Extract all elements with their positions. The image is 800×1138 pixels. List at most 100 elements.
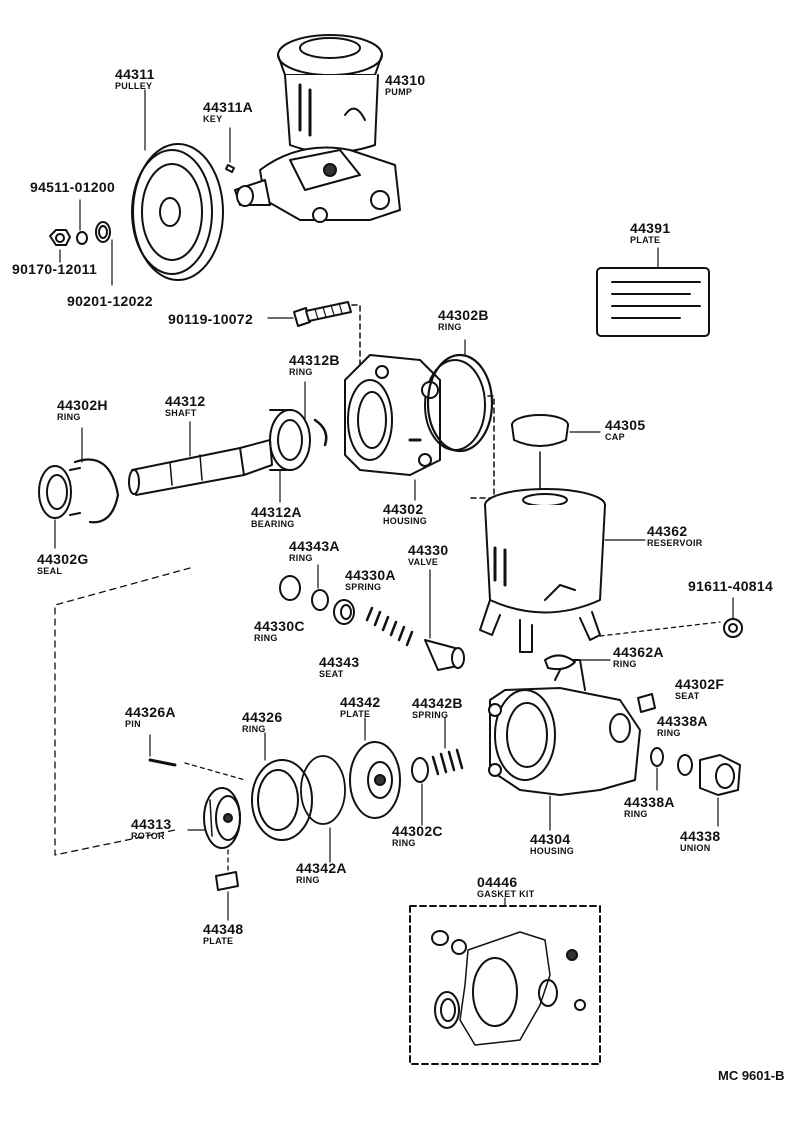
- part-name: PLATE: [203, 936, 234, 946]
- part-name: UNION: [680, 843, 711, 853]
- label-gasket-kit: 04446 GASKET KIT: [477, 875, 535, 899]
- part-name: RING: [657, 728, 681, 738]
- part-number: 44313: [131, 816, 172, 832]
- label-union: 44338 UNION: [680, 829, 720, 853]
- seal-and-snap-ring: [38, 427, 120, 549]
- ring-44338A-left: [650, 747, 664, 767]
- label-bearing: 44312A BEARING: [251, 505, 302, 529]
- part-number: 44342: [340, 694, 381, 710]
- part-number: 44302B: [438, 307, 489, 323]
- label-90201-12022: 90201-12022: [67, 294, 153, 308]
- shaft-bearing: [128, 381, 328, 503]
- part-name: PIN: [125, 719, 141, 729]
- gasket-kit: [409, 897, 601, 1065]
- part-number: 44362: [647, 523, 688, 539]
- part-name: PLATE: [340, 709, 371, 719]
- part-name: KEY: [203, 114, 223, 124]
- part-number: 44342A: [296, 860, 347, 876]
- id-plate: [596, 247, 710, 337]
- seat-44302F: [637, 693, 656, 713]
- label-shaft: 44312 SHAFT: [165, 394, 205, 418]
- part-number: 90119-10072: [168, 311, 254, 327]
- label-plate-44391: 44391 PLATE: [630, 221, 670, 245]
- part-number: 44391: [630, 220, 671, 236]
- bolt: [267, 301, 361, 401]
- part-name: SEAT: [319, 669, 344, 679]
- label-housing-44302: 44302 HOUSING: [383, 502, 427, 526]
- part-number: 44326A: [125, 704, 176, 720]
- label-plate-44348: 44348 PLATE: [203, 922, 243, 946]
- part-name: HOUSING: [383, 516, 428, 526]
- label-90119-10072: 90119-10072: [168, 312, 253, 326]
- part-number: 44343: [319, 654, 360, 670]
- part-number: 44310: [385, 72, 426, 88]
- part-number: 44302F: [675, 676, 725, 692]
- part-number: 44338: [680, 828, 721, 844]
- part-name: PLATE: [630, 235, 661, 245]
- label-ring-44302C: 44302C RING: [392, 824, 443, 848]
- part-name: RING: [438, 322, 462, 332]
- part-number: 44326: [242, 709, 283, 725]
- part-name: HOUSING: [530, 846, 575, 856]
- part-name: SEAL: [37, 566, 63, 576]
- part-name: RING: [289, 367, 313, 377]
- part-name: RING: [392, 838, 416, 848]
- label-seat-44302F: 44302F SEAT: [675, 677, 724, 701]
- ring-44338A-right: [677, 754, 693, 776]
- key: [225, 164, 235, 173]
- part-number: 44302H: [57, 397, 108, 413]
- reservoir: [479, 488, 646, 653]
- valve-group: [279, 564, 465, 671]
- label-ring-44343A: 44343A RING: [289, 539, 340, 563]
- label-plate-44342: 44342 PLATE: [340, 695, 380, 719]
- part-name: RING: [613, 659, 637, 669]
- part-name: RING: [242, 724, 266, 734]
- label-91611-40814: 91611-40814: [688, 579, 773, 593]
- part-number: 44330C: [254, 618, 305, 634]
- part-name: PUMP: [385, 87, 413, 97]
- part-number: 91611-40814: [688, 578, 774, 594]
- label-pulley: 44311 PULLEY: [115, 67, 155, 91]
- part-name: RING: [624, 809, 648, 819]
- part-name: CAP: [605, 432, 625, 442]
- pump-internals: [54, 567, 464, 921]
- label-ring-44338A-upper: 44338A RING: [657, 714, 708, 738]
- part-number: 44302C: [392, 823, 443, 839]
- part-name: RESERVOIR: [647, 538, 703, 548]
- reservoir-cap: [511, 414, 601, 493]
- rear-housing: [488, 659, 641, 831]
- part-number: 44342B: [412, 695, 463, 711]
- label-spring-44342B: 44342B SPRING: [412, 696, 463, 720]
- label-seal: 44302G SEAL: [37, 552, 89, 576]
- part-number: 44312: [165, 393, 206, 409]
- part-name: SPRING: [345, 582, 382, 592]
- label-90170-12011: 90170-12011: [12, 262, 97, 276]
- nut-washers: [49, 199, 113, 286]
- pump-assembly: [234, 34, 401, 223]
- label-reservoir: 44362 RESERVOIR: [647, 524, 703, 548]
- small-bolt: [599, 597, 743, 638]
- part-name: RING: [296, 875, 320, 885]
- label-ring-44330C: 44330C RING: [254, 619, 305, 643]
- label-spring-44330A: 44330A SPRING: [345, 568, 396, 592]
- pulley: [131, 89, 224, 281]
- part-number: 44338A: [657, 713, 708, 729]
- part-number: 44330: [408, 542, 449, 558]
- label-cap: 44305 CAP: [605, 418, 645, 442]
- part-name: RING: [289, 553, 313, 563]
- label-ring-44326: 44326 RING: [242, 710, 282, 734]
- label-ring-44312B: 44312B RING: [289, 353, 340, 377]
- label-pin: 44326A PIN: [125, 705, 176, 729]
- front-housing: [344, 354, 486, 501]
- part-number: 44362A: [613, 644, 664, 660]
- label-pump: 44310 PUMP: [385, 73, 425, 97]
- part-number: 44343A: [289, 538, 340, 554]
- label-housing-44304: 44304 HOUSING: [530, 832, 574, 856]
- part-name: SEAT: [675, 691, 700, 701]
- part-number: 44311: [115, 66, 155, 82]
- part-number: 44312A: [251, 504, 302, 520]
- part-number: 44302: [383, 501, 424, 517]
- part-number: 44312B: [289, 352, 340, 368]
- label-ring-44342A: 44342A RING: [296, 861, 347, 885]
